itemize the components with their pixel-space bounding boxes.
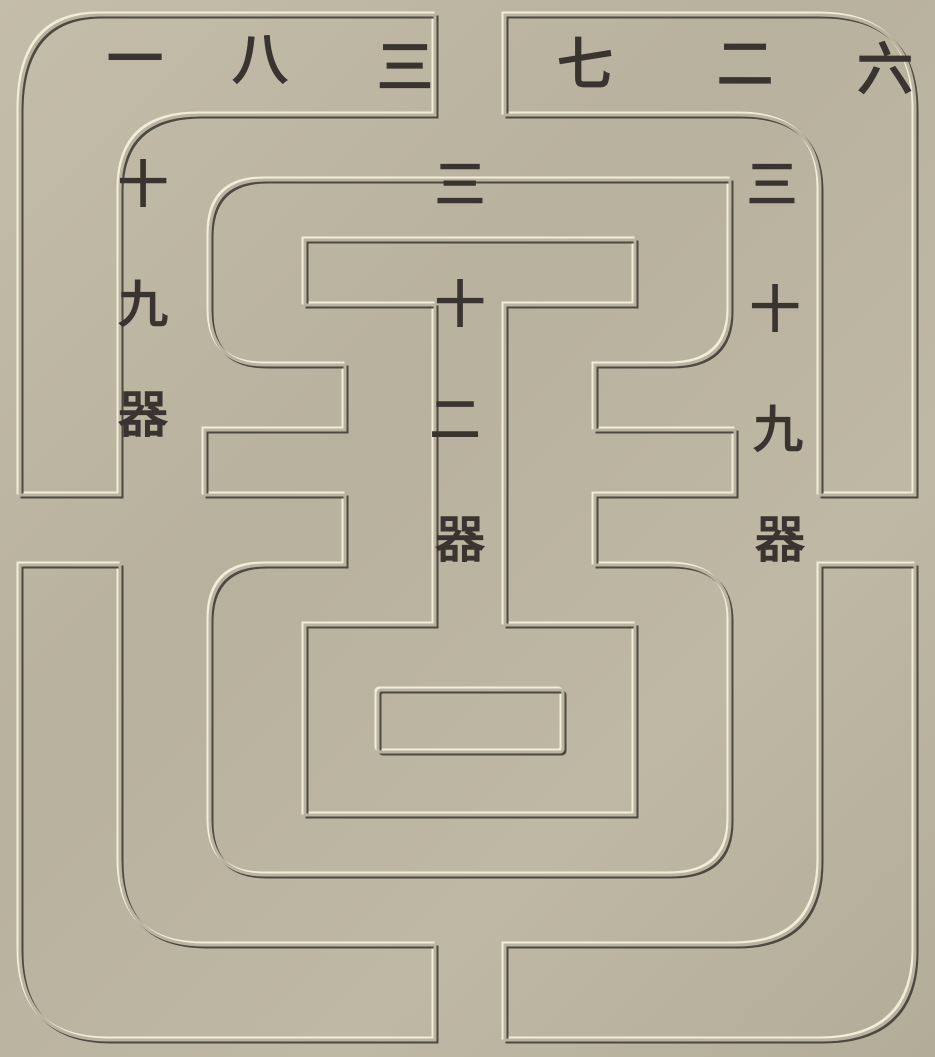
right-col-char-4: 器 [755, 515, 805, 565]
header-char-1: 一 [107, 32, 163, 88]
right-col-char-1: 三 [747, 160, 797, 210]
header-char-5: 二 [717, 37, 773, 93]
center-col-char-3: 二 [430, 395, 480, 445]
left-col-char-1: 十 [118, 160, 168, 210]
header-char-6: 六 [857, 42, 913, 98]
center-col-char-1: 三 [435, 160, 485, 210]
left-col-char-3: 器 [118, 390, 168, 440]
header-char-3: 三 [377, 40, 433, 96]
left-col-char-2: 九 [118, 280, 168, 330]
right-col-char-2: 十 [750, 285, 800, 335]
center-col-char-4: 器 [435, 515, 485, 565]
right-col-char-3: 九 [753, 405, 803, 455]
center-col-char-2: 十 [435, 280, 485, 330]
header-char-4: 七 [557, 37, 613, 93]
header-char-2: 八 [232, 32, 288, 88]
